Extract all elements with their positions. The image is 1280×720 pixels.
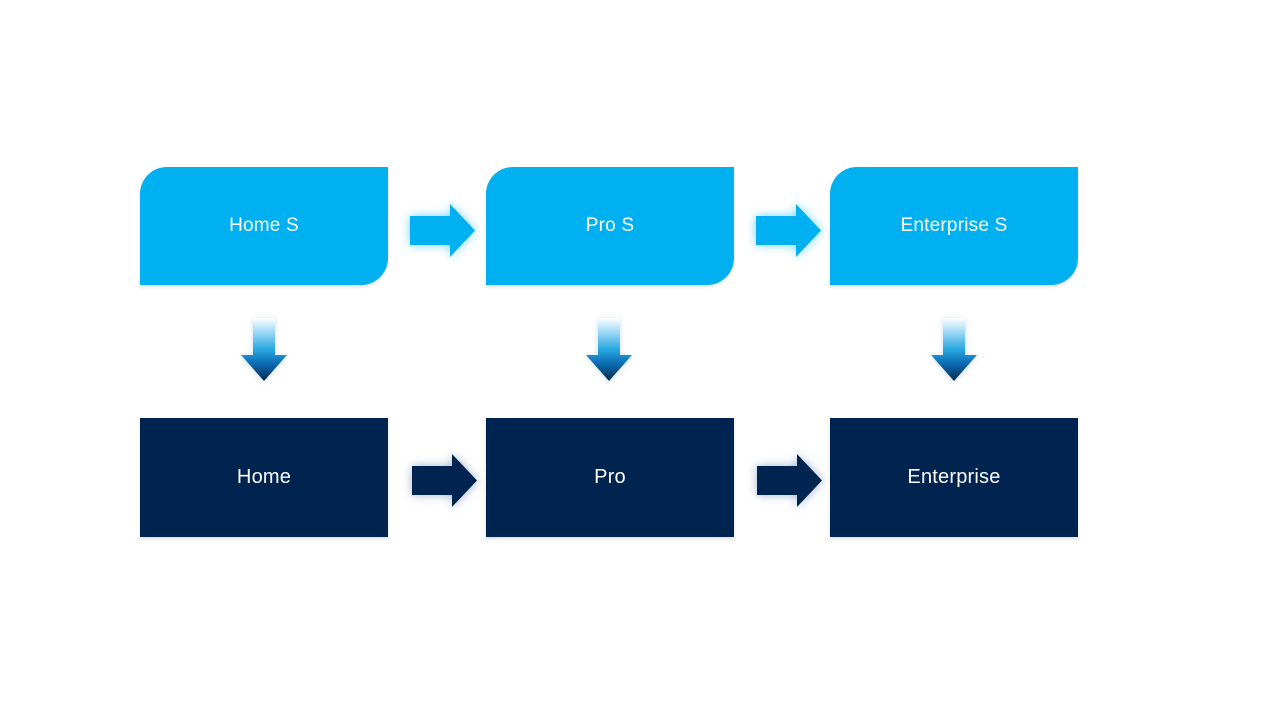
down-arrow-icon — [241, 318, 287, 381]
right-arrow-icon — [757, 454, 822, 507]
right-arrow-icon — [412, 454, 477, 507]
right-arrow-icon — [410, 204, 475, 257]
down-arrow-icon — [586, 318, 632, 381]
bottom-box-enterprise-label: Enterprise — [907, 466, 1001, 488]
top-box-pro-s-label: Pro S — [585, 215, 635, 236]
down-arrow-icon — [931, 318, 977, 381]
top-box-enterprise-s-label: Enterprise S — [900, 215, 1008, 236]
bottom-box-pro: Pro — [486, 418, 734, 537]
top-box-enterprise-s: Enterprise S — [830, 167, 1078, 285]
bottom-box-home: Home — [140, 418, 388, 537]
bottom-box-enterprise: Enterprise — [830, 418, 1078, 537]
bottom-box-pro-label: Pro — [594, 466, 626, 488]
bottom-box-home-label: Home — [236, 466, 292, 488]
top-box-home-s: Home S — [140, 167, 388, 285]
top-box-home-s-label: Home S — [229, 215, 299, 236]
right-arrow-icon — [756, 204, 821, 257]
top-box-pro-s: Pro S — [486, 167, 734, 285]
